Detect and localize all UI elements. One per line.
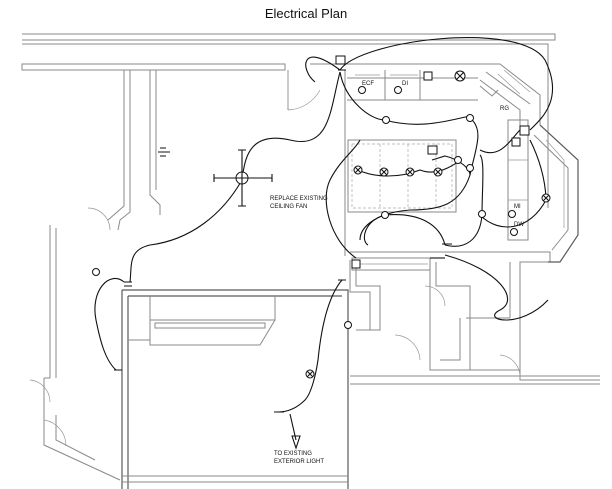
refrigerator-label: RG [500, 106, 509, 112]
exterior-note-line1: TO EXISTING [274, 451, 312, 457]
walls [21, 33, 600, 489]
junction-boxes [114, 55, 530, 413]
fan-note-line1: REPLACE EXISTING [270, 196, 328, 202]
plan-title: Electrical Plan [264, 6, 348, 21]
microwave-label: MI [514, 204, 521, 210]
disposal-label: DI [402, 81, 408, 87]
dishwasher-label: DW [514, 222, 524, 228]
ceiling-fan [213, 149, 273, 207]
light-fixtures [92, 70, 551, 379]
exterior-note-line2: EXTERIOR LIGHT [274, 459, 324, 465]
range-hood-label: ECF [362, 81, 374, 87]
fan-note-line2: CEILING FAN [270, 204, 307, 210]
wiring-runs [94, 37, 554, 441]
exterior-arrow [291, 435, 301, 450]
